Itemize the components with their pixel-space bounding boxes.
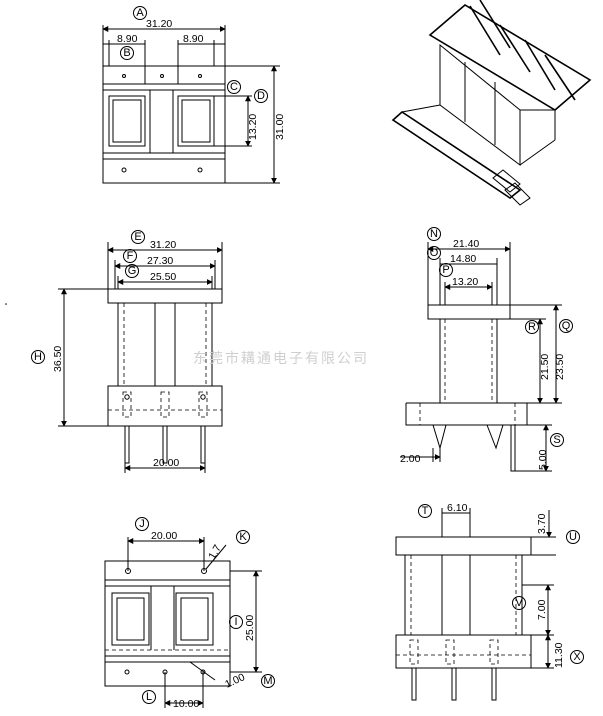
dim-r-height: 21.50 (539, 354, 551, 380)
marker-j: J (139, 518, 145, 530)
marker-i: I (234, 616, 237, 628)
dim-n-width: 21.40 (453, 238, 479, 250)
side-view: 21.40 14.80 13.20 21.50 23.50 5.00 2.00 … (400, 227, 573, 472)
dim-x-base: 11.30 (553, 642, 565, 668)
dim-d-depth: 31.00 (274, 114, 286, 140)
marker-d: D (257, 90, 265, 102)
marker-v: V (515, 597, 523, 609)
marker-o: O (430, 247, 439, 259)
top-view: 31.20 8.90 8.90 31.00 13.20 A B C D (102, 6, 286, 184)
dim-pin-offset: 2.00 (400, 453, 421, 465)
dim-e-width: 31.20 (150, 239, 176, 251)
dim-h-height: 36.50 (52, 346, 64, 372)
marker-u: U (569, 531, 577, 543)
dim-b-pitch-right: 8.90 (183, 33, 204, 45)
dim-m-pin: 1.00 (223, 671, 247, 691)
marker-l: L (146, 691, 152, 703)
dim-k-hole: 1.7 (206, 543, 224, 562)
marker-g: G (128, 265, 137, 277)
marker-f: F (127, 250, 134, 262)
marker-x: X (573, 651, 581, 663)
front-view: 31.20 27.30 25.50 36.50 20.00 E F G H (31, 230, 223, 473)
marker-k: K (239, 531, 247, 543)
bottom-view: 20.00 1.7 25.00 10.00 1.00 J K I L M (104, 517, 275, 710)
marker-e: E (134, 231, 141, 243)
dim-a-width: 31.20 (146, 18, 172, 30)
marker-s: S (553, 434, 560, 446)
dim-i-length: 25.00 (244, 615, 256, 641)
marker-m: M (263, 675, 272, 687)
marker-t: T (422, 505, 429, 517)
dim-s-pin: 5.00 (537, 449, 549, 470)
dim-t-width: 6.10 (447, 502, 468, 514)
marker-q: Q (562, 320, 571, 332)
dim-pin-span: 20.00 (153, 457, 179, 469)
marker-r: R (528, 321, 536, 333)
marker-p: P (442, 264, 449, 276)
marker-b: B (123, 47, 130, 59)
dim-c-window: 13.20 (247, 114, 259, 140)
dim-v-height: 7.00 (536, 599, 548, 620)
dim-j-span: 20.00 (151, 530, 177, 542)
marker-a: A (136, 7, 144, 19)
watermark: 东莞市耩通电子有限公司 (193, 350, 369, 367)
dim-p-width: 13.20 (452, 276, 478, 288)
marker-c: C (230, 81, 238, 93)
dim-u-flange: 3.70 (536, 513, 548, 534)
isometric-view (391, 0, 592, 206)
marker-n: N (430, 228, 438, 240)
dim-f-width: 27.30 (147, 255, 173, 267)
side-view-2: 6.10 3.70 7.00 11.30 T U V X (395, 502, 584, 701)
dim-o-width: 14.80 (450, 253, 476, 265)
dim-b-pitch-left: 8.90 (117, 33, 138, 45)
dim-l-span: 10.00 (173, 698, 199, 710)
dim-q-height: 23.50 (554, 354, 566, 380)
marker-h: H (34, 351, 42, 363)
dim-g-width: 25.50 (150, 271, 176, 283)
